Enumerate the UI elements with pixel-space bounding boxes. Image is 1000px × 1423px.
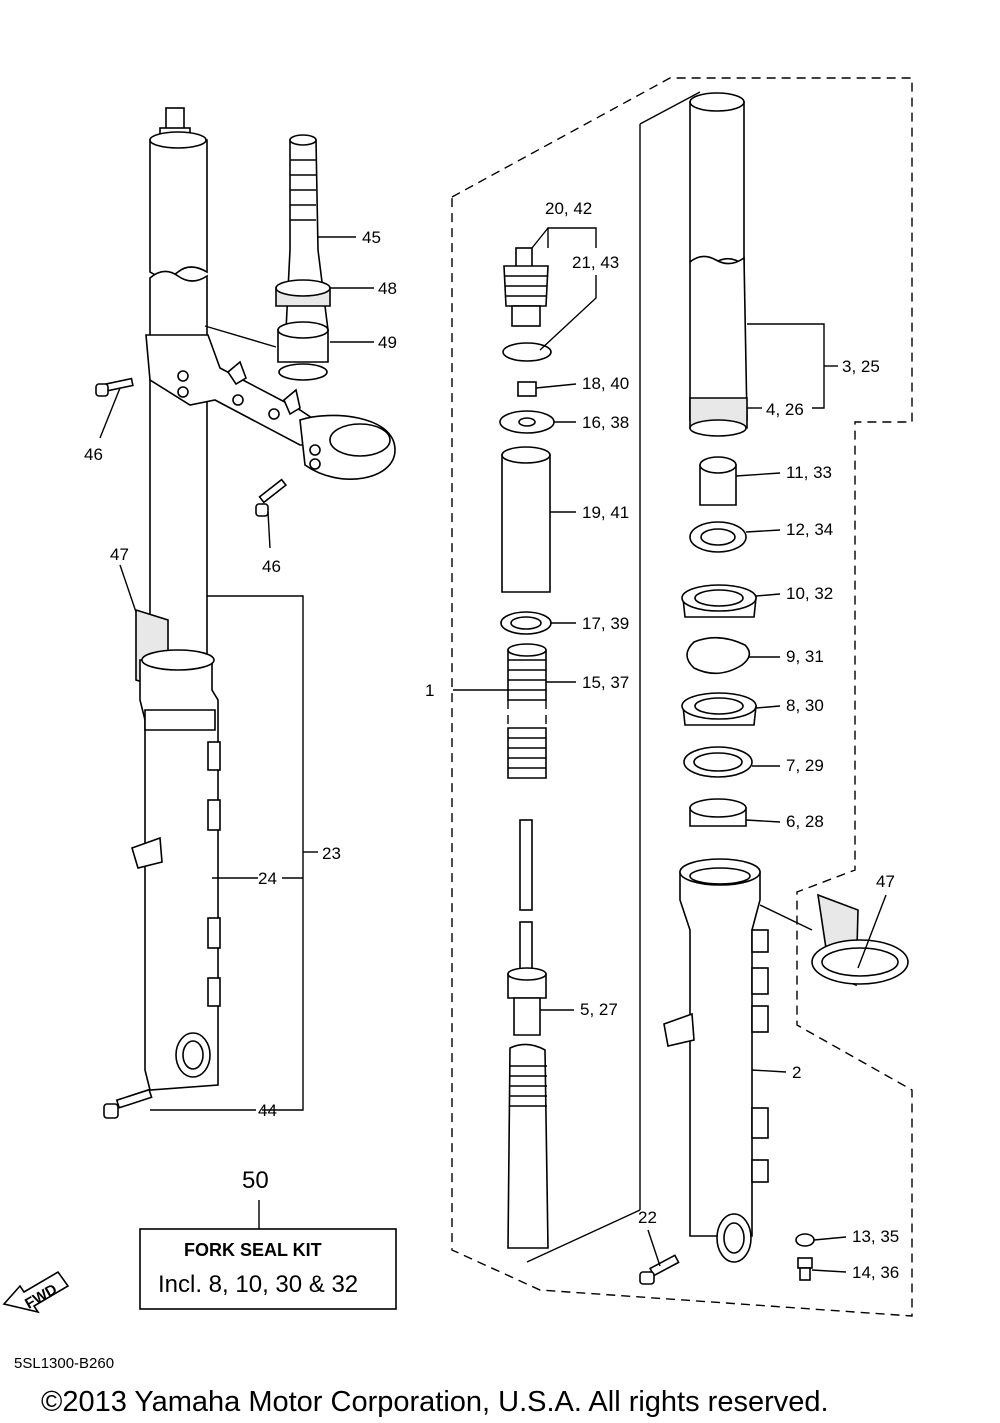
label-47-right: 47 <box>876 872 895 891</box>
part-spring-seat <box>500 611 552 635</box>
label-2: 2 <box>792 1063 801 1082</box>
part-slide-metal <box>689 521 747 553</box>
kit-title: FORK SEAL KIT <box>184 1240 322 1260</box>
part-spring <box>507 643 547 779</box>
label-3-25: 3, 25 <box>842 357 880 376</box>
label-46-lower: 46 <box>262 557 281 576</box>
part-spacer <box>501 446 551 593</box>
label-22: 22 <box>638 1208 657 1227</box>
callout-labels: 45 48 49 46 46 47 23 24 44 20, 42 21, 43… <box>84 199 899 1282</box>
part-bolt-14 <box>797 1257 813 1281</box>
part-bolt-22 <box>639 1254 680 1285</box>
part-oil-seal <box>681 692 757 726</box>
part-outer-tube <box>663 858 769 1263</box>
right-leader-lines <box>531 227 887 1273</box>
label-48: 48 <box>378 279 397 298</box>
left-leader-lines <box>99 236 374 1111</box>
part-o-ring <box>502 342 552 362</box>
label-15-37: 15, 37 <box>582 673 629 692</box>
fork-seal-kit: 50 FORK SEAL KIT Incl. 8, 10, 30 & 32 <box>139 1167 397 1310</box>
label-4-26: 4, 26 <box>766 400 804 419</box>
bolt-46-upper <box>95 377 134 397</box>
part-damper-rod <box>507 819 549 1249</box>
part-inner-tube-upper <box>689 92 745 267</box>
label-46-upper: 46 <box>84 445 103 464</box>
part-washer-7 <box>683 746 753 778</box>
part-inner-tube-lower <box>689 255 748 437</box>
label-5-27: 5, 27 <box>580 1000 618 1019</box>
label-47-left: 47 <box>110 545 129 564</box>
label-10-32: 10, 32 <box>786 584 833 603</box>
label-21-43: 21, 43 <box>572 253 619 272</box>
label-7-29: 7, 29 <box>786 756 824 775</box>
label-11-33: 11, 33 <box>786 463 832 482</box>
part-slide-bushing <box>699 456 737 506</box>
steering-stem <box>275 134 331 381</box>
part-circlip <box>686 636 751 675</box>
copyright: ©2013 Yamaha Motor Corporation, U.S.A. A… <box>41 1386 829 1418</box>
label-20-42: 20, 42 <box>545 199 592 218</box>
diagram-code: 5SL1300-B260 <box>14 1355 114 1372</box>
label-6-28: 6, 28 <box>786 812 824 831</box>
label-16-38: 16, 38 <box>582 413 629 432</box>
label-1: 1 <box>425 681 434 700</box>
kit-box <box>139 1228 397 1310</box>
label-9-31: 9, 31 <box>786 647 824 666</box>
label-13-35: 13, 35 <box>852 1227 899 1246</box>
label-12-34: 12, 34 <box>786 520 833 539</box>
label-49: 49 <box>378 333 397 352</box>
part-bushing-6 <box>689 798 747 827</box>
bolt-46-lower <box>255 478 288 517</box>
part-fork-protector <box>811 893 909 987</box>
label-8-30: 8, 30 <box>786 696 824 715</box>
label-14-36: 14, 36 <box>852 1263 899 1282</box>
label-17-39: 17, 39 <box>582 614 629 633</box>
fwd-arrow-icon: FWD <box>2 1270 70 1314</box>
label-44: 44 <box>258 1101 277 1120</box>
part-nut <box>517 381 537 397</box>
assembly-boundary <box>451 77 913 1317</box>
label-18-40: 18, 40 <box>582 374 629 393</box>
part-damper-top <box>503 247 549 327</box>
bolt-44 <box>103 1088 153 1119</box>
part-dust-seal <box>681 584 757 618</box>
left-fork-assembly <box>95 107 396 1119</box>
label-19-41: 19, 41 <box>582 503 629 522</box>
label-23: 23 <box>322 844 341 863</box>
kit-description: Incl. 8, 10, 30 & 32 <box>158 1271 358 1298</box>
label-45: 45 <box>362 228 381 247</box>
label-24: 24 <box>258 869 277 888</box>
part-washer-13 <box>795 1233 815 1247</box>
label-50: 50 <box>242 1167 269 1194</box>
part-washer <box>499 410 555 434</box>
